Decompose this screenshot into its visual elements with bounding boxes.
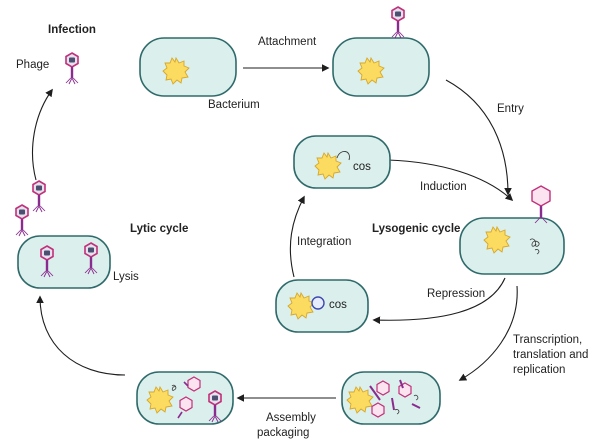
bacterium-initial [139, 37, 237, 97]
repression-arrow [372, 277, 506, 325]
transcription-label-line1: Transcription, [513, 334, 582, 346]
assembly-label: Assembly [266, 412, 316, 424]
lysis-label: Lysis [113, 271, 139, 283]
attachment-label: Attachment [258, 36, 317, 48]
infection-heading: Infection [48, 24, 96, 36]
integration-label: Integration [297, 236, 351, 248]
cos-label-bottom: cos [329, 299, 347, 311]
bacterium-infected [459, 185, 565, 275]
transcription-label-line3: replication [513, 364, 565, 376]
induction-arrow [387, 159, 514, 202]
bacterium-attached [332, 6, 430, 97]
bacterium-plasmid [275, 279, 369, 333]
circular-dna-icon [311, 296, 325, 310]
lytic-cycle-heading: Lytic cycle [130, 223, 188, 235]
integration-arrow [289, 195, 305, 278]
release-arrow [31, 88, 53, 181]
attached-phage-icon [391, 6, 405, 39]
lysis-arrow [36, 295, 126, 376]
bacterium-lysis [17, 235, 111, 289]
transcription-label-line2: translation and [513, 349, 588, 361]
induction-label: Induction [420, 181, 467, 193]
entry-arrow [445, 79, 512, 196]
integrated-phage-dna [336, 151, 350, 161]
bacterium-replication [341, 371, 441, 425]
empty-phage-head-icon [531, 185, 551, 207]
released-phage-icon-2 [15, 204, 29, 237]
released-phage-icon [32, 180, 46, 213]
phage-icon [65, 52, 79, 85]
phage-label: Phage [16, 59, 49, 71]
entry-label: Entry [497, 103, 524, 115]
cycle-arrows [31, 64, 518, 402]
cos-label-top: cos [353, 161, 371, 173]
lysogenic-cycle-heading: Lysogenic cycle [372, 223, 460, 235]
transcription-arrow [458, 285, 518, 381]
phage-dna-icon [529, 238, 540, 255]
bacterium-label: Bacterium [208, 99, 260, 111]
packaging-label: packaging [257, 427, 309, 439]
repression-label: Repression [427, 288, 485, 300]
bacterium-prophage [293, 135, 391, 189]
bacterium-assembly [136, 371, 234, 425]
